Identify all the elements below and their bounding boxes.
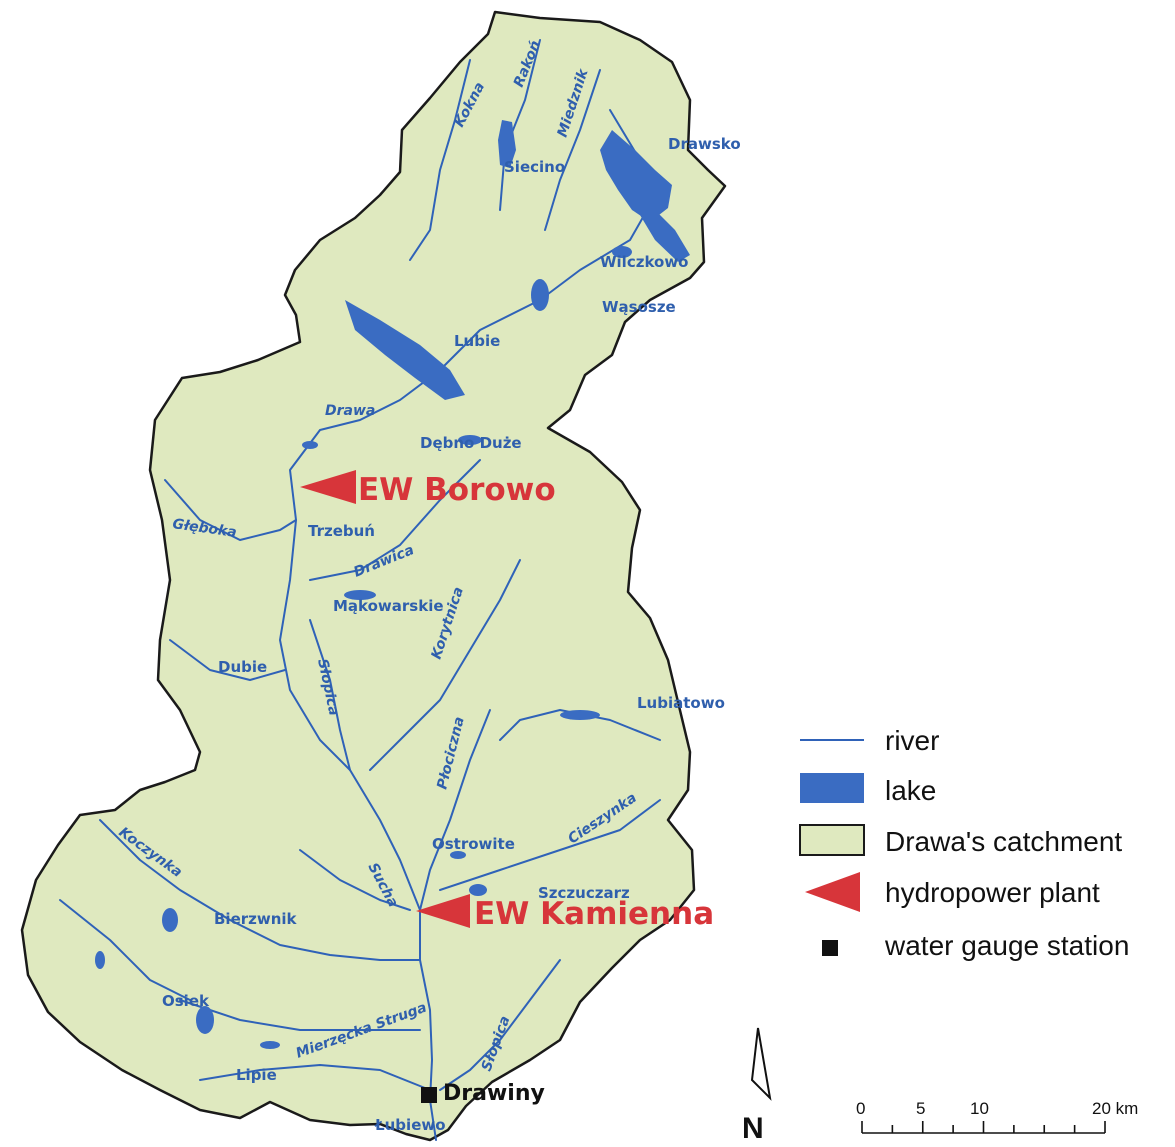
lake-debno-shape: [458, 435, 482, 445]
river-glebo: [164, 479, 297, 541]
lake-label-wilczkowo: Wilczkowo: [600, 253, 689, 271]
river-label-drawa: Drawa: [325, 403, 375, 419]
hydropower-plant-label: EW Borowo: [358, 472, 556, 508]
scale-tick-label-0: 0: [856, 1099, 865, 1118]
river-network: [59, 39, 661, 1141]
lake-small-1: [531, 279, 549, 311]
river-slopica-lower: [439, 959, 561, 1091]
river-slopica-upper: [309, 619, 351, 771]
lake-label-wasosze: Wąsosze: [602, 298, 676, 316]
lake-szczuczarz-shape: [469, 884, 487, 896]
river-osiek: [59, 899, 191, 1001]
river-kokna: [409, 59, 471, 261]
lake-label-drawsko: Drawsko: [668, 135, 741, 153]
lake-lubiatowo-shape: [560, 710, 600, 720]
water-gauge-station-drawiny: Drawiny: [421, 1081, 545, 1106]
legend-river-label: river: [885, 725, 939, 756]
river-dubie: [169, 639, 286, 681]
station-label: Drawiny: [443, 1081, 545, 1106]
legend: river lake Drawa's catchment hydropower …: [799, 725, 1129, 961]
lake-wilczkowo-shape: [612, 246, 632, 258]
lake-label-makowarskie: Mąkowarskie: [333, 597, 444, 615]
lake-bierzwnik-shape: [162, 908, 178, 932]
lake-label-osiek: Osiek: [162, 992, 210, 1010]
lake-small-4: [95, 951, 105, 969]
scale-tick-label-20: 20 km: [1092, 1099, 1138, 1118]
lake-small-3: [260, 1041, 280, 1049]
river-korytnica: [369, 559, 521, 771]
lake-label-lipie: Lipie: [236, 1066, 277, 1084]
legend-lake-symbol: [800, 773, 864, 803]
lake-label-lubiatowo: Lubiatowo: [637, 694, 725, 712]
river-mierzecka: [179, 999, 421, 1031]
lake-makowarskie-shape: [344, 590, 376, 600]
river-koczynka: [99, 819, 421, 961]
hydropower-plant-kamienna: EW Kamienna: [416, 894, 714, 932]
scale-bar-ticks: [861, 1121, 1106, 1133]
river-miedznik: [544, 69, 601, 231]
river-drawica: [309, 459, 481, 581]
scale-bar: 0 5 10 20 km: [856, 1099, 1138, 1134]
lake-ostrowite-shape: [450, 851, 466, 859]
lake-label-dubie: Dubie: [218, 658, 267, 676]
lakes: [95, 120, 690, 1049]
river-sucha: [299, 849, 411, 911]
lake-label-lubiewo: Łubiewo: [374, 1116, 446, 1134]
lake-lubie-shape: [345, 300, 465, 400]
hydropower-plant-borowo: EW Borowo: [300, 470, 556, 508]
river-drawa-main: [279, 109, 651, 1141]
legend-plant-symbol: [805, 872, 860, 912]
legend-station-label: water gauge station: [884, 930, 1129, 961]
river-lipie: [199, 1064, 431, 1091]
legend-plant-label: hydropower plant: [885, 877, 1100, 908]
hydropower-plant-marker: [300, 470, 356, 504]
lake-siecino-shape: [498, 120, 516, 168]
lake-labels: Siecino Drawsko Wilczkowo Wąsosze Lubie …: [162, 135, 741, 1134]
north-arrow-label: N: [742, 1112, 764, 1145]
river-lubiatowo: [499, 709, 661, 741]
legend-station-symbol: [822, 940, 838, 956]
lake-drawsko-arm: [640, 200, 690, 262]
lake-label-szczuczarz: Szczuczarz: [538, 884, 630, 902]
river-rakon: [499, 39, 541, 211]
north-arrow: N: [742, 1027, 772, 1145]
station-marker: [421, 1087, 437, 1103]
lake-label-siecino: Siecino: [504, 158, 565, 176]
lake-osiek-shape: [196, 1006, 214, 1034]
legend-catchment-label: Drawa's catchment: [885, 826, 1122, 857]
river-plociczna: [419, 709, 491, 911]
scale-tick-label-10: 10: [970, 1099, 989, 1118]
lake-label-ostrowite: Ostrowite: [432, 835, 515, 853]
lake-small-2: [302, 441, 318, 449]
scale-tick-label-5: 5: [916, 1099, 925, 1118]
legend-catchment-symbol: [799, 824, 865, 856]
lake-label-lubie: Lubie: [454, 332, 500, 350]
lake-label-trzebun: Trzebuń: [308, 522, 375, 540]
lake-label-debno: Dębno Duże: [420, 434, 522, 452]
river-cieszynka: [439, 799, 661, 891]
hydropower-plant-label: EW Kamienna: [474, 896, 714, 932]
legend-lake-label: lake: [885, 775, 936, 806]
lake-label-bierzwnik: Bierzwnik: [214, 910, 298, 928]
north-arrow-icon: [750, 1027, 772, 1101]
lake-drawsko-shape: [600, 130, 672, 222]
hydropower-plant-marker: [416, 894, 470, 928]
